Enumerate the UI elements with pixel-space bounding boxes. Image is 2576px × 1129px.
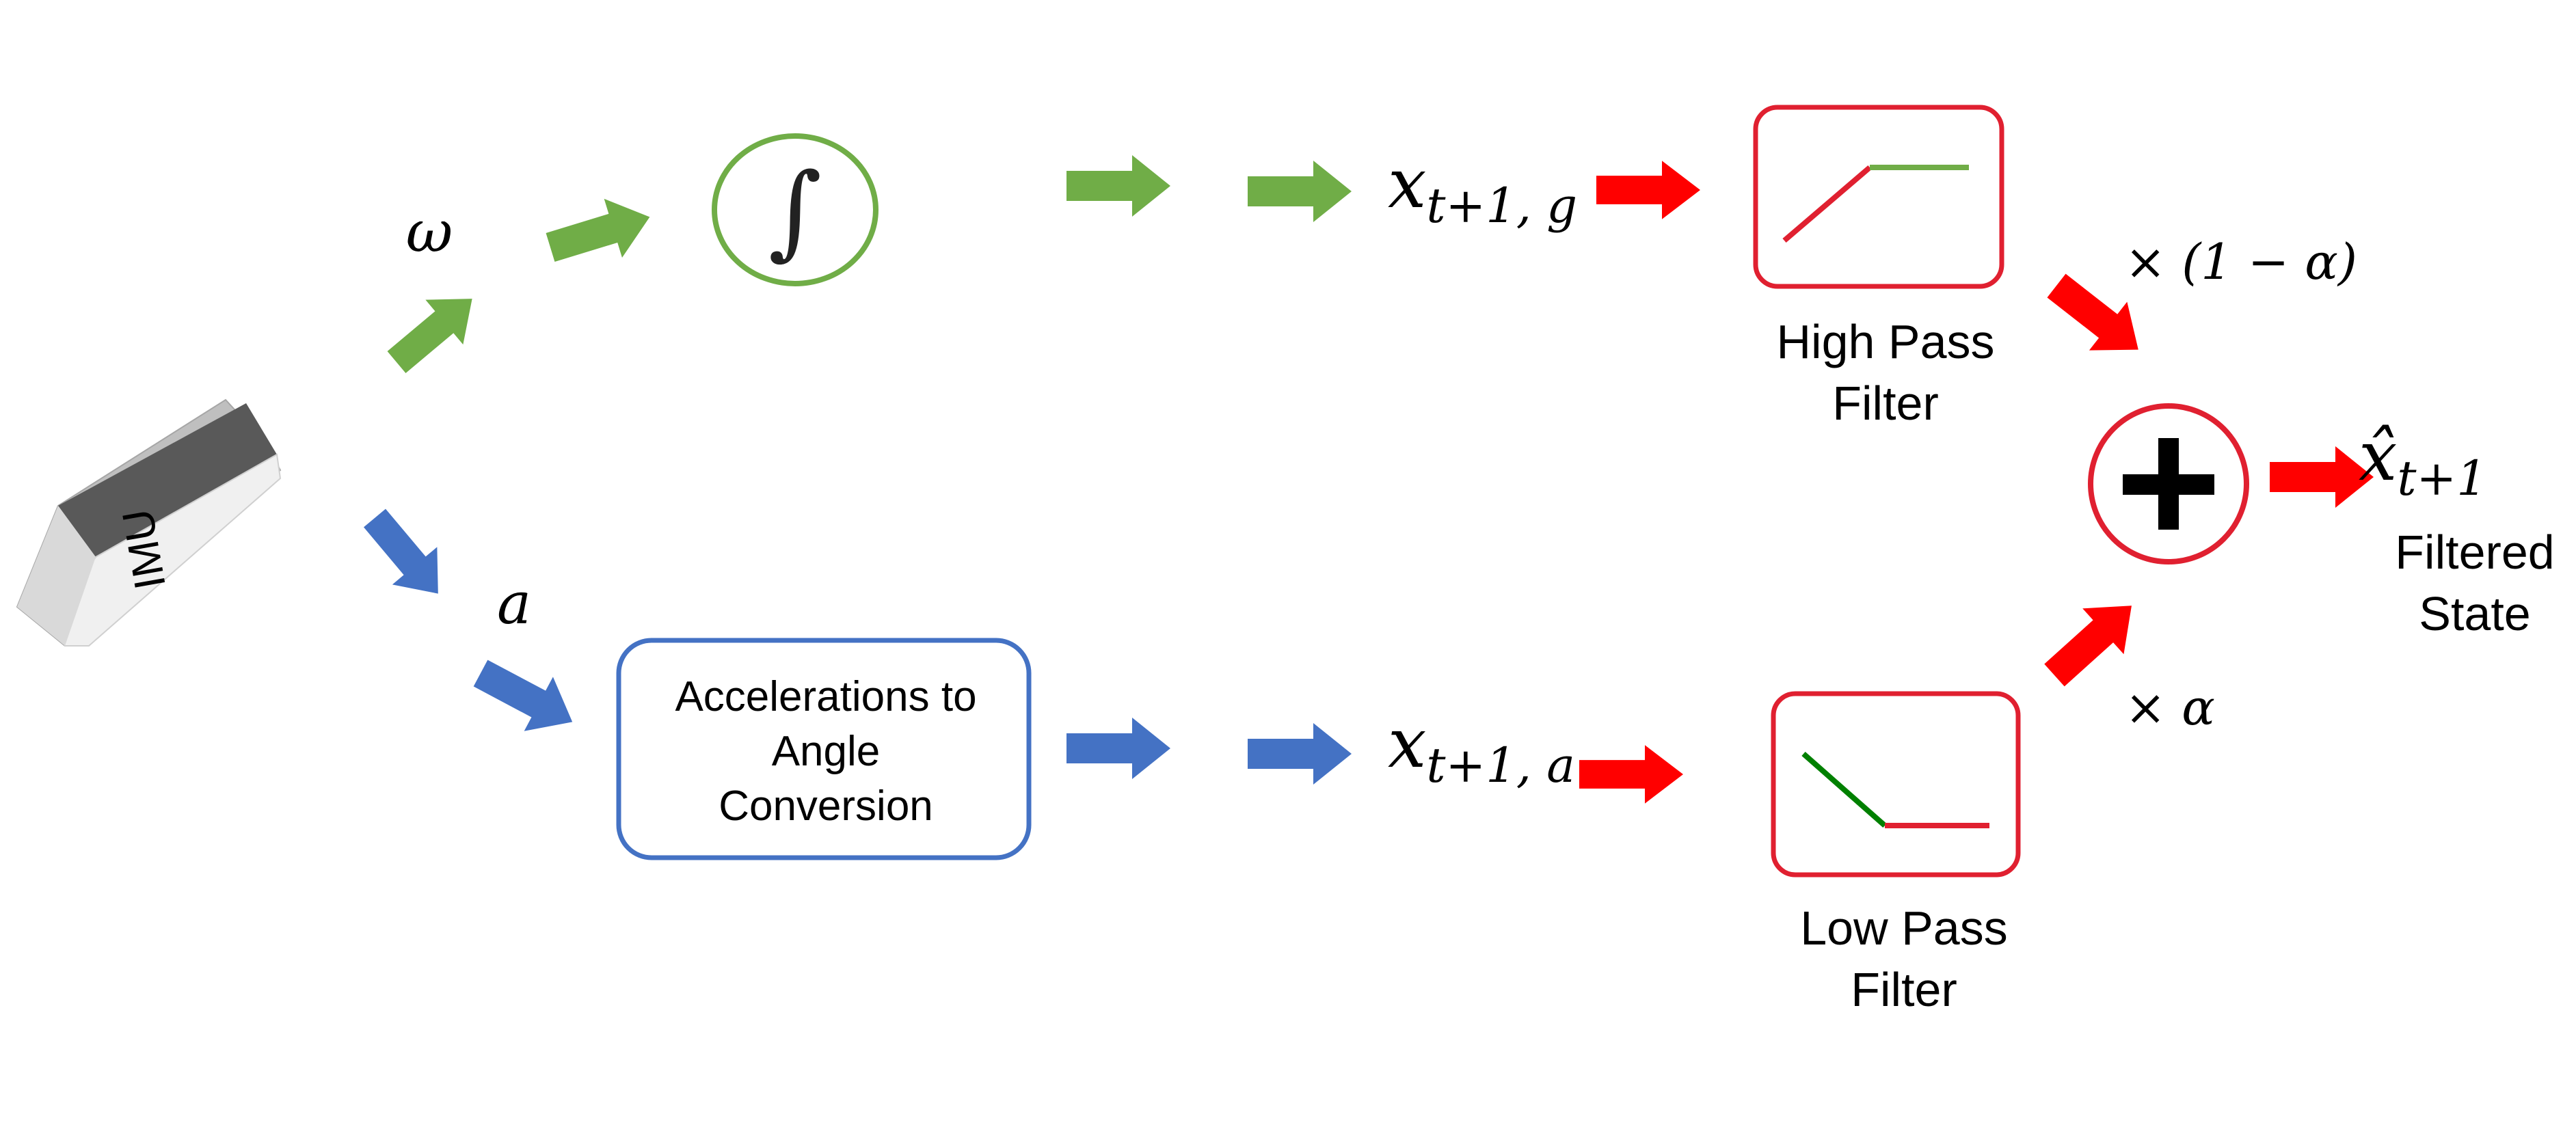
- accel-input-symbol: a: [497, 570, 531, 637]
- high-pass-label-line2: Filter: [1832, 377, 1939, 430]
- conversion-block: Accelerations to Angle Conversion: [616, 638, 1032, 860]
- accel-arrow-2: [466, 646, 587, 750]
- gyro-state-sub: t+1, g: [1426, 178, 1577, 234]
- accel-arrow-3: [1066, 718, 1170, 779]
- gyro-arrow-1: [377, 276, 492, 385]
- output-state-main: x̂: [2359, 416, 2397, 496]
- accel-state-label: xt+1, a: [1388, 703, 1575, 793]
- output-state-label: x̂t+1: [2359, 416, 2487, 506]
- output-label-line2: State: [2419, 587, 2530, 640]
- low-pass-weight: × α: [2125, 679, 2215, 736]
- gyro-arrow-3: [1066, 155, 1170, 217]
- gyro-arrow-2: [541, 187, 659, 277]
- accel-state-sub: t+1, a: [1426, 737, 1575, 793]
- integrator-block: ∫: [712, 133, 878, 286]
- accel-arrow-1: [352, 499, 461, 613]
- accel-to-lpf-arrow: [1579, 745, 1683, 804]
- high-pass-weight: × (1 − α): [2125, 233, 2357, 290]
- low-pass-filter-block: [1771, 691, 2021, 878]
- conversion-label-line2: Angle: [772, 728, 881, 775]
- sum-node: [2088, 403, 2249, 564]
- conversion-label-line1: Accelerations to: [675, 673, 976, 720]
- gyro-state-main: x: [1388, 144, 1426, 223]
- imu-sensor: IMU: [16, 398, 282, 647]
- svg-text:xt+1, a: xt+1, a: [1388, 703, 1575, 793]
- gyro-arrow-4: [1248, 161, 1352, 222]
- svg-text:x̂t+1: x̂t+1: [2359, 416, 2487, 506]
- low-pass-label-line2: Filter: [1851, 963, 1957, 1016]
- gyro-to-hpf-arrow: [1596, 161, 1700, 219]
- high-pass-filter-block: [1753, 105, 2004, 289]
- svg-text:xt+1, g: xt+1, g: [1388, 144, 1577, 234]
- output-state-sub: t+1: [2397, 450, 2486, 506]
- output-label-line1: Filtered: [2395, 526, 2554, 579]
- gyro-state-label: xt+1, g: [1388, 144, 1577, 234]
- integrator-symbol: ∫: [768, 152, 822, 271]
- accel-arrow-4: [1248, 723, 1352, 785]
- low-pass-label-line1: Low Pass: [1800, 901, 2007, 955]
- conversion-label-line3: Conversion: [719, 783, 933, 830]
- accel-state-main: x: [1388, 703, 1426, 783]
- high-pass-label-line1: High Pass: [1776, 315, 1994, 368]
- gyro-input-symbol: ω: [406, 198, 453, 265]
